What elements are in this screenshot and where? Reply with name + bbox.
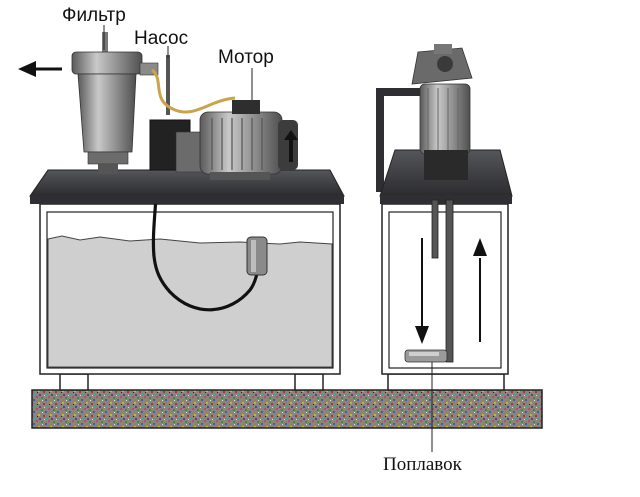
right-tank-feet (387, 373, 505, 391)
motor-label: Мотор (218, 47, 274, 68)
right-tank (381, 203, 509, 375)
right-tank-pipes (431, 199, 454, 363)
up-flow-arrow (473, 238, 487, 342)
floor-slab (31, 389, 543, 429)
vertical-motor (411, 44, 473, 180)
pump-label: Насос (134, 28, 189, 49)
pressure-hose (150, 68, 236, 114)
pump-block (149, 55, 205, 173)
motor-rotation-arrow (284, 130, 298, 162)
filter-housing (71, 32, 159, 174)
motor-bracket (376, 88, 430, 192)
left-tank-feet (59, 373, 324, 391)
motor (199, 100, 298, 180)
left-table-top (29, 169, 345, 204)
down-flow-arrow (415, 238, 429, 344)
right-float (404, 349, 448, 363)
left-oil-tank (39, 203, 341, 375)
left-float (246, 236, 268, 276)
outlet-arrow (18, 61, 62, 77)
filter-label: Фильтр (62, 5, 126, 26)
float-label: Поплавок (383, 454, 462, 475)
suction-hose (151, 197, 260, 312)
